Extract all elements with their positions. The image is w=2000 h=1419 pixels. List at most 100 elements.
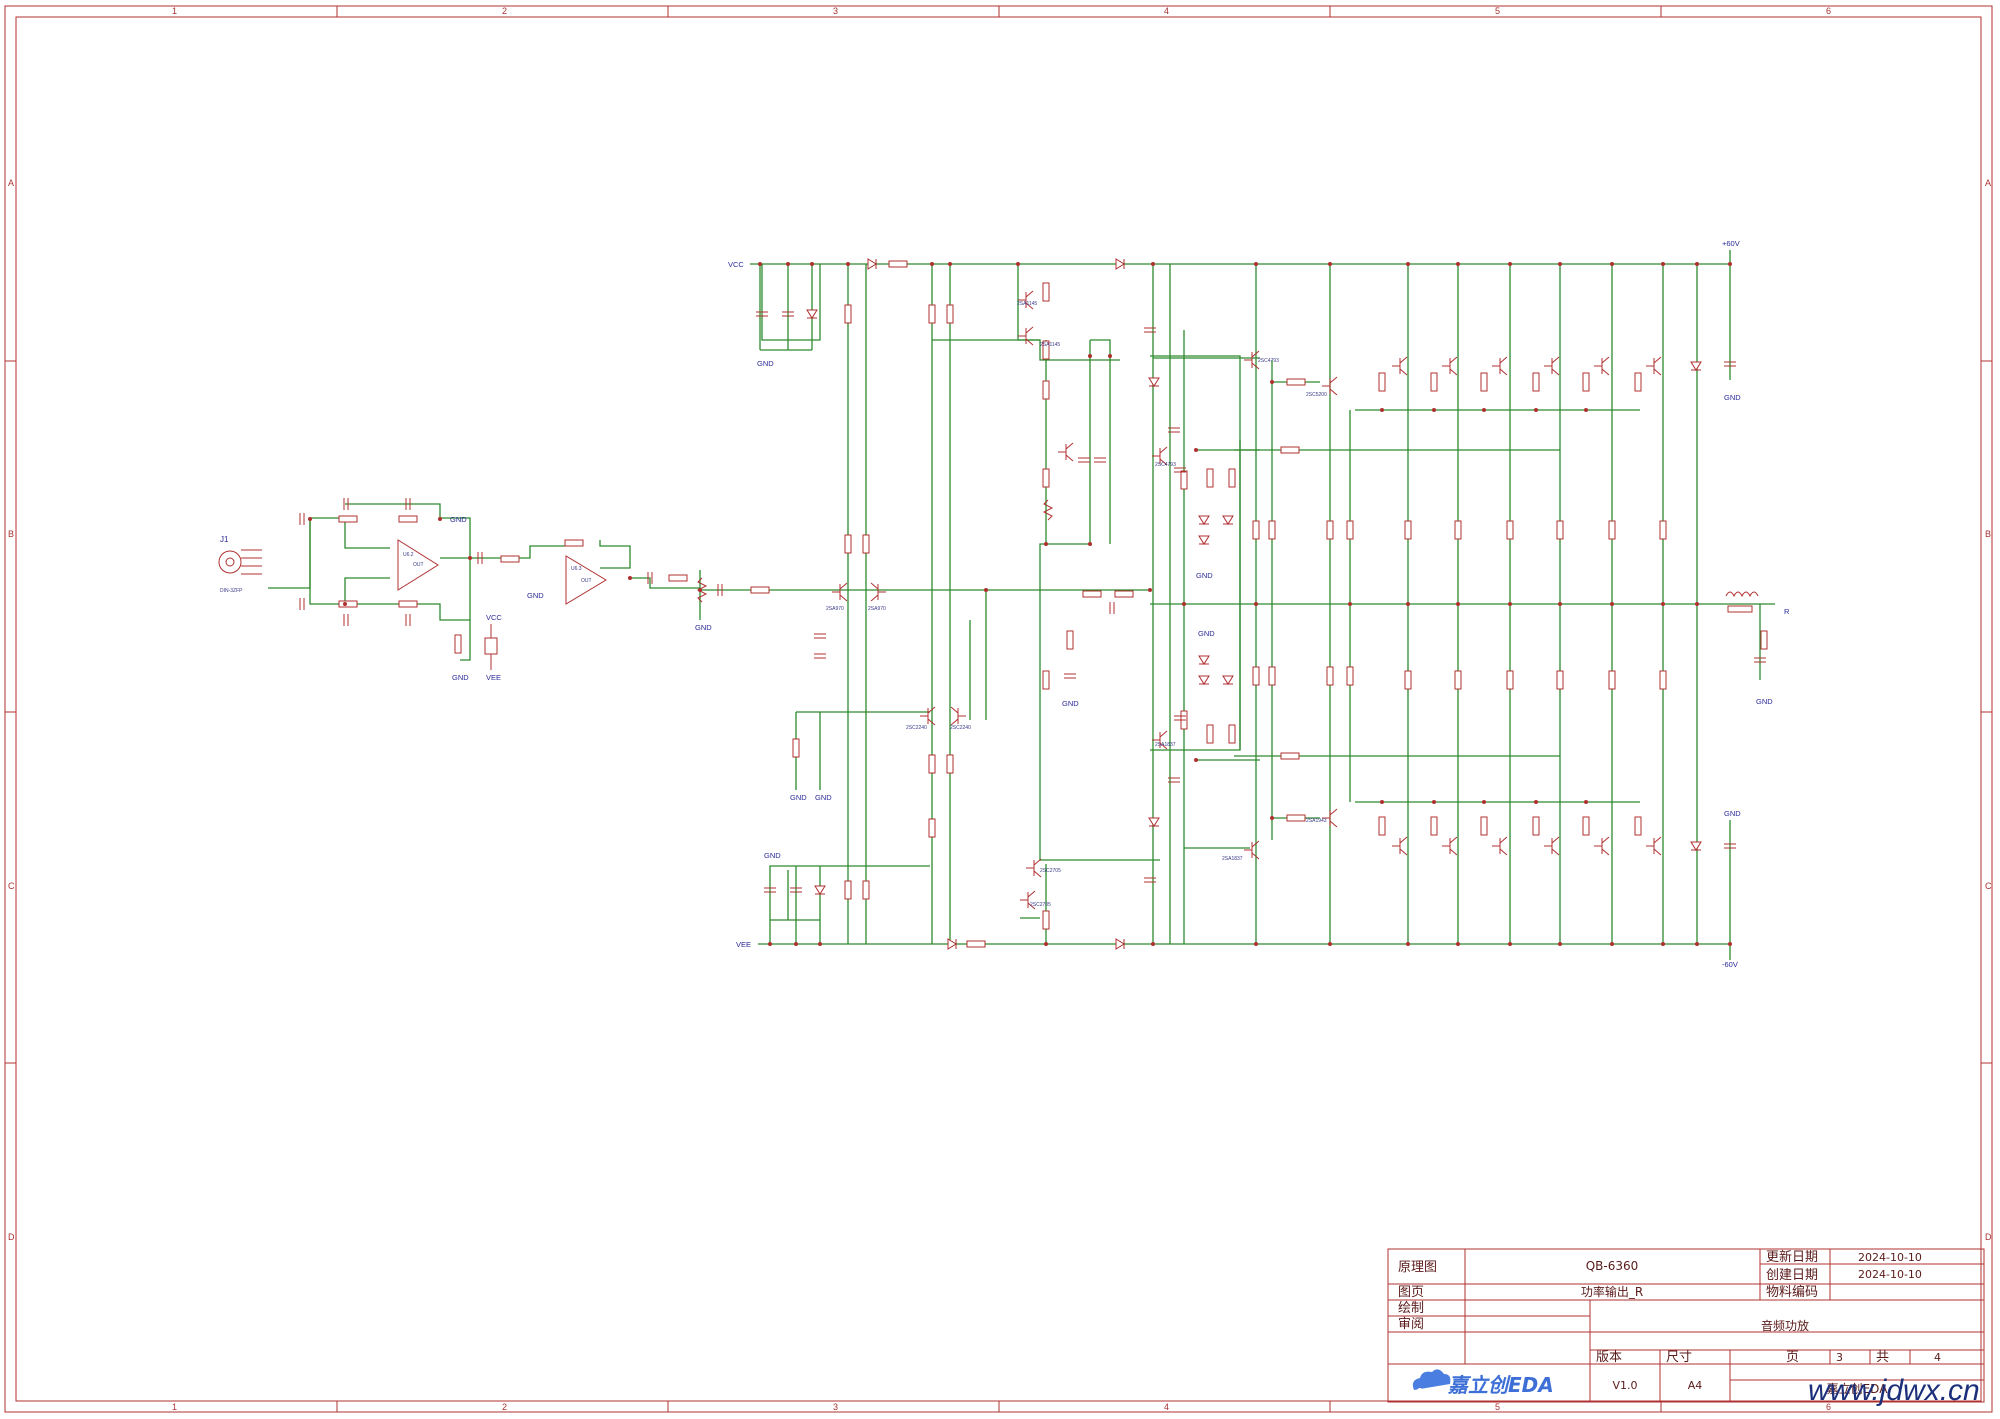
inner-frame — [15, 16, 1982, 1402]
resistor — [928, 818, 936, 838]
transistor — [920, 706, 936, 726]
transistor — [1594, 356, 1610, 376]
resistor — [844, 534, 852, 554]
net-gnd: GND — [1724, 393, 1741, 402]
frame-labels: 1 2 3 4 5 6 1 2 3 4 5 6 A B C D A B C D — [8, 6, 1992, 1412]
capacitor — [1064, 673, 1076, 679]
resistor — [398, 600, 418, 608]
resistor — [1228, 724, 1236, 744]
transistor — [1442, 356, 1458, 376]
resistor — [750, 586, 770, 594]
outer-frame — [4, 5, 1993, 1413]
transistor — [1020, 890, 1036, 910]
wires — [268, 250, 1775, 960]
capacitor — [343, 614, 349, 626]
transistor — [1392, 356, 1408, 376]
resistor — [1378, 816, 1386, 836]
tb-label-version: 版本 — [1596, 1350, 1622, 1365]
capacitor — [764, 887, 776, 893]
capacitor — [782, 311, 794, 317]
transistor — [1322, 808, 1338, 828]
capacitor — [1168, 777, 1180, 783]
capacitor — [1724, 843, 1736, 849]
transistor — [1152, 730, 1168, 750]
tb-version: V1.0 — [1612, 1379, 1637, 1392]
resistor — [844, 304, 852, 324]
opamp-ref: U6.2 — [403, 552, 414, 558]
opamp-ref: U6.3 — [571, 566, 582, 572]
resistor — [1634, 372, 1642, 392]
part-label: 2SA1837 — [1222, 856, 1243, 862]
col-label: 6 — [1826, 6, 1831, 16]
col-label: 2 — [502, 1402, 507, 1412]
resistor — [1506, 670, 1514, 690]
tb-label-updated: 更新日期 — [1766, 1249, 1818, 1265]
resistor — [454, 634, 462, 654]
transistor — [1244, 350, 1260, 370]
net-gnd: GND — [764, 851, 781, 860]
tb-size: A4 — [1688, 1379, 1703, 1392]
opamp-out-label: OUT — [581, 578, 592, 584]
capacitor — [717, 584, 723, 596]
resistor — [1180, 470, 1188, 490]
opamp-power-block — [484, 637, 498, 655]
resistor — [668, 574, 688, 582]
capacitor — [299, 513, 305, 525]
resistor — [1066, 630, 1074, 650]
capacitor — [1754, 657, 1766, 663]
tb-label-schematic: 原理图 — [1398, 1260, 1437, 1275]
tb-updated-date: 2024-10-10 — [1858, 1251, 1922, 1264]
capacitor — [405, 498, 411, 510]
row-label: D — [1985, 1232, 1992, 1242]
connector-part: DIN-3ZFP — [220, 588, 243, 594]
diode — [1115, 938, 1125, 950]
diode — [1198, 535, 1210, 545]
col-label: 5 — [1495, 1402, 1500, 1412]
resistor — [928, 754, 936, 774]
net-gnd: GND — [1196, 571, 1213, 580]
resistor — [1326, 520, 1334, 540]
part-label: 2SA1145 — [1017, 301, 1037, 307]
resistor — [1042, 282, 1050, 302]
resistor — [888, 260, 908, 268]
connector-ref: J1 — [220, 535, 229, 544]
transistor — [1018, 326, 1034, 346]
net-gnd: GND — [1198, 629, 1215, 638]
transistor — [1544, 356, 1560, 376]
diode — [1198, 675, 1210, 685]
resistor — [1252, 520, 1260, 540]
net-gnd: GND — [790, 793, 807, 802]
transistor — [1244, 840, 1260, 860]
capacitor — [1174, 467, 1186, 473]
net-vcc: VCC — [486, 613, 502, 622]
output-resistor — [1727, 605, 1753, 613]
part-label: 2SA970 — [826, 606, 844, 612]
resistor — [1042, 468, 1050, 488]
tb-company: 嘉立创EDA — [1827, 1381, 1889, 1396]
resistor — [1268, 520, 1276, 540]
resistor — [1286, 378, 1306, 386]
resistor — [862, 534, 870, 554]
row-label: A — [8, 178, 14, 188]
net-gnd: GND — [452, 673, 469, 682]
net-labels: VCC VEE GND GND GND GND GND VCC VEE GND … — [450, 239, 1790, 969]
transistor — [1392, 836, 1408, 856]
capacitor — [1109, 602, 1115, 614]
net-gnd: GND — [1062, 699, 1079, 708]
capacitor — [1174, 715, 1186, 721]
resistor — [1252, 666, 1260, 686]
diode — [947, 938, 957, 950]
resistor — [1608, 670, 1616, 690]
watermark: www.jdwx.cn — [1808, 1374, 1980, 1407]
resistor — [1378, 372, 1386, 392]
capacitor — [814, 633, 826, 639]
col-label: 3 — [833, 6, 838, 16]
resistor — [1582, 372, 1590, 392]
potentiometer — [696, 577, 708, 603]
resistor — [1659, 670, 1667, 690]
transistor — [1322, 376, 1338, 396]
output-inductor — [1725, 591, 1759, 598]
capacitor — [647, 572, 653, 584]
capacitor — [477, 552, 483, 564]
row-label: D — [8, 1232, 15, 1242]
